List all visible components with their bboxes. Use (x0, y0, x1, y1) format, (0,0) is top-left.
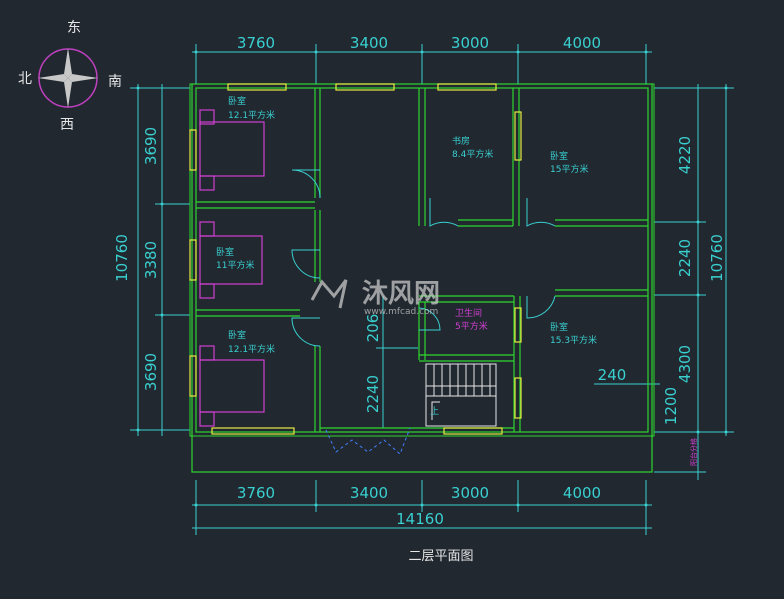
dim-bottom-4: 4000 (563, 484, 601, 502)
dim-top-4: 4000 (563, 34, 601, 52)
room-area: 12.1平方米 (228, 343, 275, 355)
balcony-railing (325, 427, 411, 455)
room-name: 卫生间 (455, 307, 482, 319)
compass-north: 北 (18, 71, 32, 87)
compass-needle-icon (64, 48, 72, 78)
dim-right-1: 4220 (676, 136, 694, 174)
dim-left-total: 10760 (113, 234, 131, 282)
compass-east: 东 (67, 20, 81, 36)
room-name: 卧室 (228, 95, 246, 107)
watermark: 沐风网 www.mfcad.com (310, 279, 440, 317)
dim-right-4: 1200 (662, 387, 680, 425)
dim-stair-206: 206 (364, 314, 382, 343)
staircase (425, 363, 497, 427)
balcony-note: 阳台分格 (689, 438, 698, 466)
dim-right-3: 4300 (676, 345, 694, 383)
compass: 东 北 南 西 (18, 20, 122, 133)
dim-bottom-2: 3400 (350, 484, 388, 502)
drawing-title: 二层平面图 (408, 549, 473, 564)
dimension-lines (130, 44, 734, 535)
doors (291, 169, 556, 347)
dim-bottom-3: 3000 (451, 484, 489, 502)
dim-right-2: 2240 (676, 239, 694, 277)
bed-furniture (199, 109, 265, 427)
watermark-logo-icon (310, 279, 348, 309)
dim-left-1: 3690 (142, 127, 160, 165)
compass-west: 西 (60, 117, 74, 133)
dim-left-3: 3690 (142, 353, 160, 391)
room-area: 5平方米 (455, 320, 488, 332)
compass-south: 南 (108, 74, 122, 90)
room-name: 卧室 (216, 246, 234, 258)
watermark-brand: 沐风网 (362, 279, 440, 309)
room-name: 卧室 (228, 329, 246, 341)
dimension-labels: 3760 3400 3000 4000 3760 3400 3000 4000 … (113, 34, 726, 528)
room-labels: 卧室 12.1平方米 卧室 11平方米 卧室 12.1平方米 书房 8.4平方米… (216, 95, 597, 355)
room-area: 15.3平方米 (550, 334, 597, 346)
stair-up-label: 上 (430, 406, 439, 417)
room-area: 11平方米 (216, 259, 254, 271)
room-name: 卧室 (550, 150, 568, 162)
dim-top-1: 3760 (237, 34, 275, 52)
room-area: 8.4平方米 (452, 148, 493, 160)
dim-top-2: 3400 (350, 34, 388, 52)
dim-total-width: 14160 (396, 510, 444, 528)
windows (189, 83, 522, 435)
room-area: 12.1平方米 (228, 109, 275, 121)
room-name: 卧室 (550, 321, 568, 333)
outer-walls (189, 83, 655, 473)
watermark-url: www.mfcad.com (364, 307, 438, 317)
dim-wall-240: 240 (598, 366, 627, 384)
dim-left-2: 3380 (142, 241, 160, 279)
dim-stair-2240: 2240 (364, 375, 382, 413)
dim-bottom-1: 3760 (237, 484, 275, 502)
dim-right-total: 10760 (708, 234, 726, 282)
dim-top-3: 3000 (451, 34, 489, 52)
room-area: 15平方米 (550, 163, 588, 175)
room-name: 书房 (452, 135, 470, 147)
dimension-ticks (136, 50, 728, 507)
